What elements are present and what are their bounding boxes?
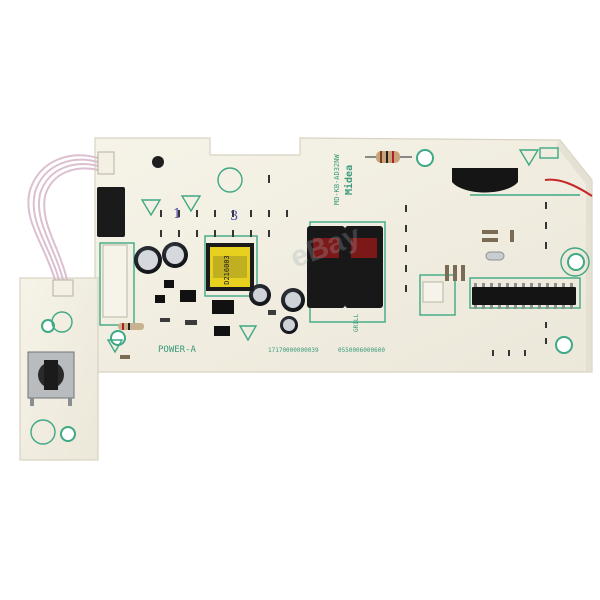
ribbon-cable — [27, 154, 99, 281]
serial-left: 17170000000039 — [268, 347, 319, 354]
serial-right: 0550006000600 — [338, 347, 385, 354]
buzzer — [452, 168, 518, 193]
model-code: MD-KB-AD32NW — [333, 154, 341, 205]
marker-1: 1 — [173, 207, 181, 222]
header-connector — [102, 244, 128, 318]
small-capacitor-top — [152, 156, 164, 168]
ribbon-connector-top — [97, 151, 115, 175]
small-ics — [155, 280, 234, 336]
electrolytic-capacitors — [134, 242, 305, 334]
ribbon-connector-bottom — [52, 279, 74, 297]
red-wire — [544, 178, 593, 197]
silkscreen-outlines — [99, 147, 581, 354]
microcontroller — [472, 287, 576, 305]
ground-logos — [30, 167, 590, 445]
brand-label: Midea — [343, 165, 355, 195]
resistor-top — [365, 151, 412, 163]
transformer-code: D216003 — [223, 255, 231, 285]
small-relay — [97, 187, 125, 237]
power-relays — [307, 226, 383, 308]
marker-3: 3 — [230, 209, 238, 224]
small-components — [118, 230, 514, 359]
solder-pads — [160, 175, 547, 356]
mounting-holes — [41, 149, 585, 442]
side-connector — [422, 281, 444, 303]
rotary-encoder — [27, 351, 75, 406]
grill-label: GRILL — [353, 314, 360, 332]
power-label: POWER-A — [158, 345, 197, 355]
crystal — [485, 251, 505, 261]
